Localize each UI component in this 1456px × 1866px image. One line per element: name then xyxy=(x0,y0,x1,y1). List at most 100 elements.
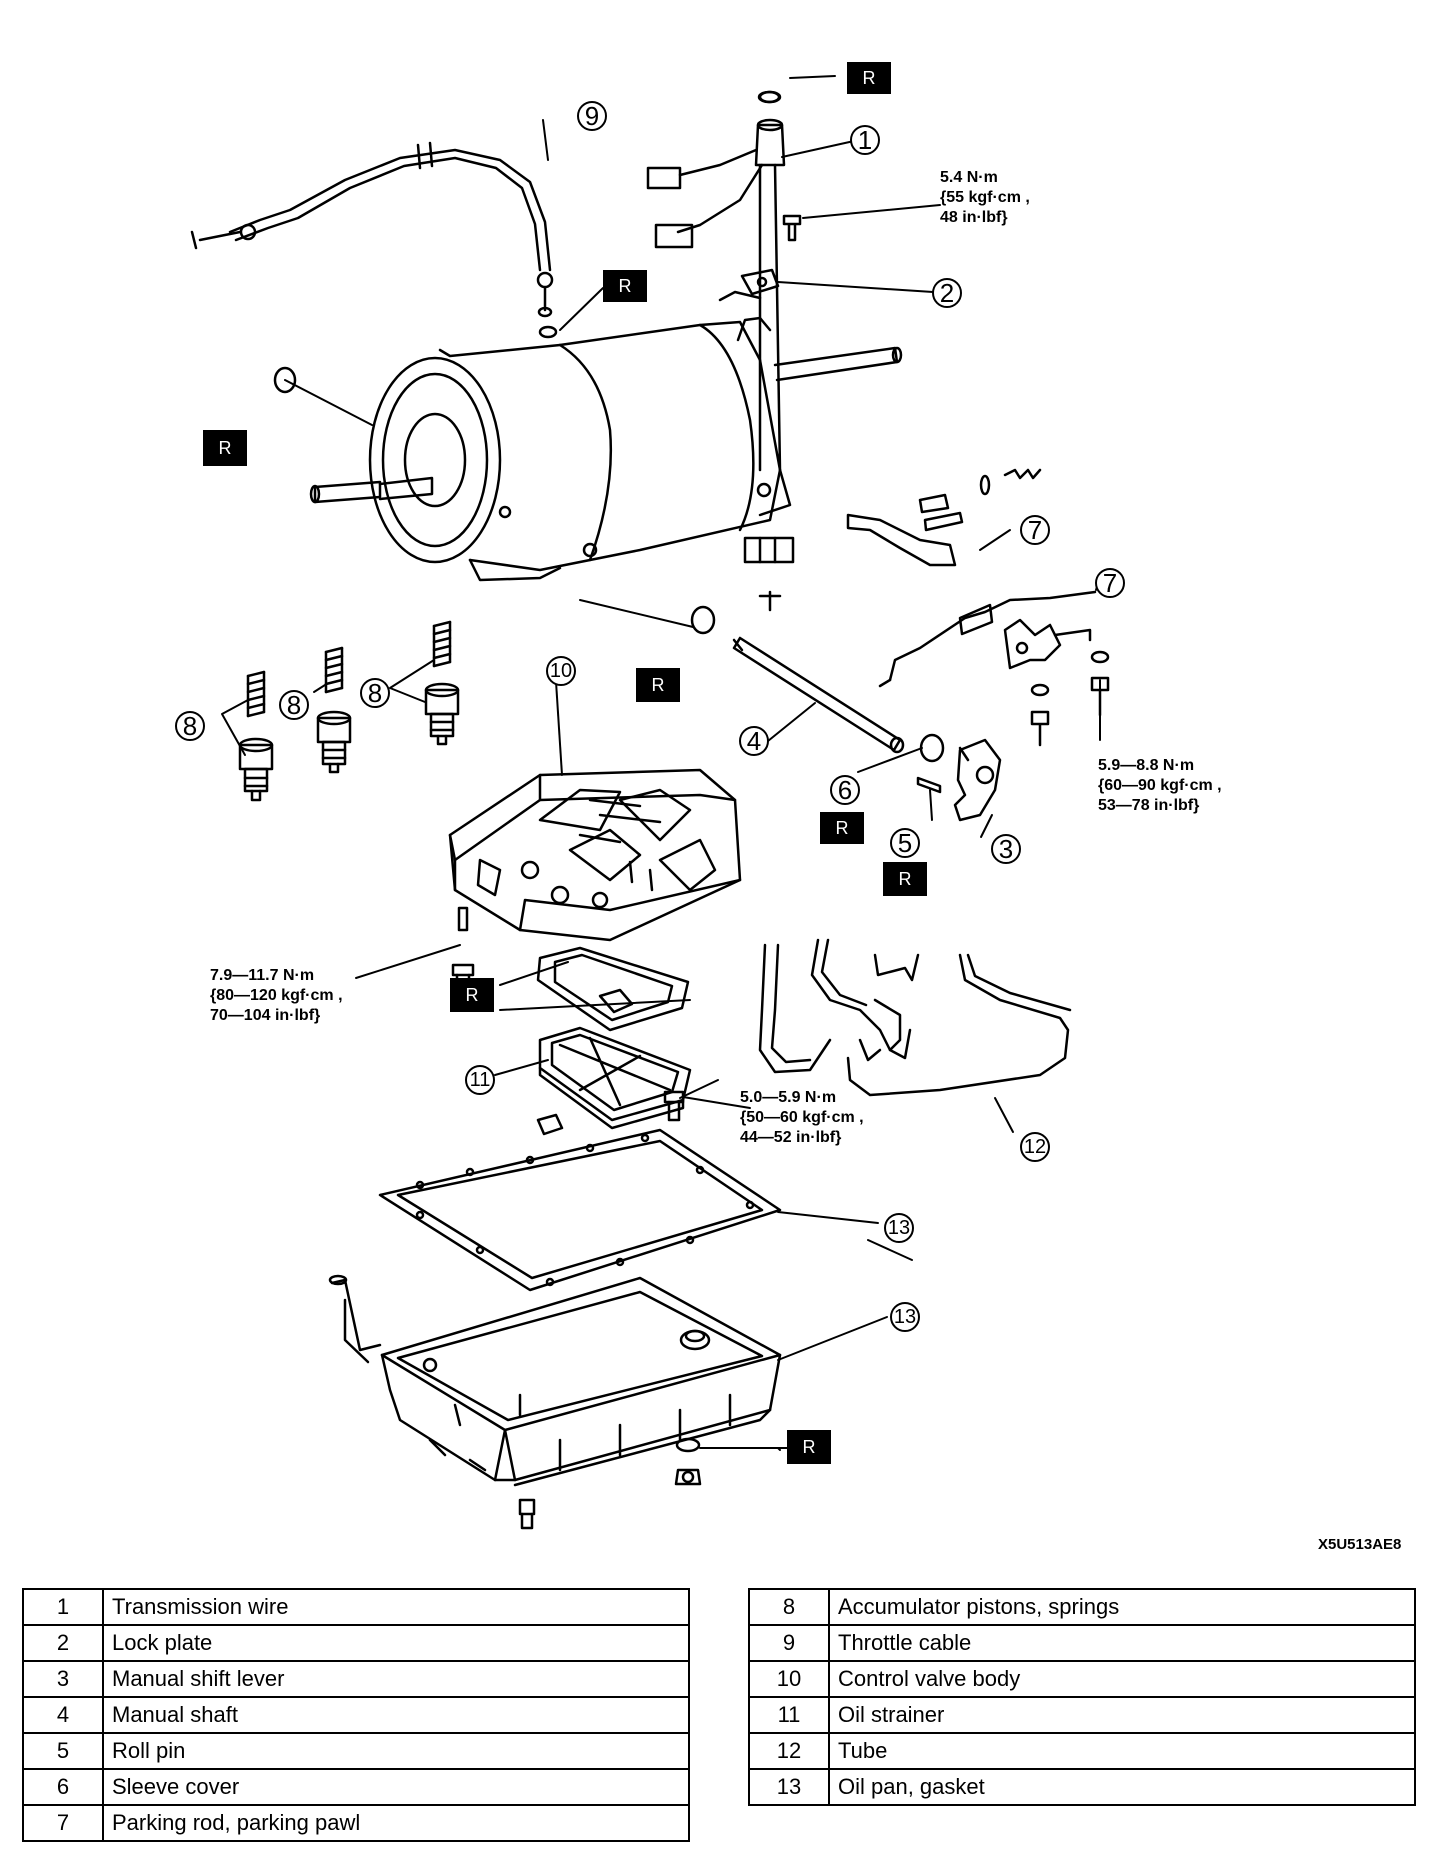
r-mark-7-text: R xyxy=(466,985,479,1005)
legend-part-name: Accumulator pistons, springs xyxy=(828,1588,1416,1626)
torque-1-line-2: {55 kgf·cm , xyxy=(940,189,1030,206)
torque-3-line-3: 70—104 in·lbf} xyxy=(210,1007,320,1024)
torque-4-line-2: {50—60 kgf·cm , xyxy=(740,1109,864,1126)
top-o-ring xyxy=(758,90,782,104)
leader-lines xyxy=(221,75,1101,1451)
callout-13a xyxy=(884,1213,914,1243)
legend-number: 3 xyxy=(22,1660,104,1698)
detent-spring xyxy=(1003,618,1110,747)
lock-plate xyxy=(740,268,780,296)
legend-number: 5 xyxy=(22,1732,104,1770)
accumulator-piston-2 xyxy=(316,710,352,774)
r-mark-5-text: R xyxy=(836,818,849,838)
control-valve-body xyxy=(448,768,742,942)
callout-12-label: 12 xyxy=(1024,1136,1046,1158)
accumulator-spring-1 xyxy=(246,670,266,718)
callout-13a-label: 13 xyxy=(888,1217,910,1239)
legend-part-name: Transmission wire xyxy=(102,1588,690,1626)
callout-13b xyxy=(890,1302,920,1332)
legend-part-name: Manual shaft xyxy=(102,1696,690,1734)
legend-part-name: Lock plate xyxy=(102,1624,690,1662)
legend-number: 7 xyxy=(22,1804,104,1842)
torque-3-line-1: 7.9—11.7 N·m xyxy=(210,967,314,984)
callout-8a xyxy=(175,711,205,741)
legend-part-name: Sleeve cover xyxy=(102,1768,690,1806)
legend-number: 4 xyxy=(22,1696,104,1734)
manual-shift-lever xyxy=(953,738,1002,822)
legend-number: 12 xyxy=(748,1732,830,1770)
callout-12 xyxy=(1020,1132,1050,1162)
transmission-wire xyxy=(646,90,786,472)
legend-part-name: Manual shift lever xyxy=(102,1660,690,1698)
sleeve-cover xyxy=(919,733,945,763)
callout-8b-label: 8 xyxy=(287,690,301,720)
accumulator-piston-3 xyxy=(424,682,460,746)
callout-2 xyxy=(932,278,962,308)
callout-circles xyxy=(175,101,1125,1332)
replace-markers: R R R R R R R R xyxy=(203,62,927,1464)
legend-number: 11 xyxy=(748,1696,830,1734)
r-mark-1-text: R xyxy=(863,68,876,88)
shaft-oil-seal xyxy=(690,605,716,635)
legend-part-name: Throttle cable xyxy=(828,1624,1416,1662)
callout-4-label: 4 xyxy=(747,726,761,756)
r-mark-7 xyxy=(450,978,494,1012)
valve-body-gasket xyxy=(536,946,690,1032)
legend-number: 1 xyxy=(22,1588,104,1626)
r-mark-2 xyxy=(603,270,647,302)
callout-9 xyxy=(577,101,607,131)
torque-2-line-3: 53—78 in·lbf} xyxy=(1098,797,1199,814)
accumulator-piston-1 xyxy=(238,737,274,802)
callout-8b xyxy=(279,690,309,720)
bolt-top xyxy=(782,214,802,242)
bracket-bolt xyxy=(743,536,795,612)
strainer-bolt xyxy=(663,1090,685,1122)
legend-number: 2 xyxy=(22,1624,104,1662)
callout-3 xyxy=(991,834,1021,864)
callout-numbers: 1 2 3 4 5 6 7 7 8 8 8 9 10 11 12 13 13 xyxy=(183,101,1117,1328)
roll-pin xyxy=(916,776,942,794)
callout-1 xyxy=(850,125,880,155)
torque-4-line-3: 44—52 in·lbf} xyxy=(740,1129,841,1146)
oil-pan xyxy=(328,1274,782,1487)
r-mark-8-text: R xyxy=(803,1437,816,1457)
torque-1-line-3: 48 in·lbf} xyxy=(940,209,1008,226)
callout-1-label: 1 xyxy=(858,125,872,155)
r-mark-5 xyxy=(820,812,864,844)
callout-9-label: 9 xyxy=(585,101,599,131)
torque-1-line-1: 5.4 N·m xyxy=(940,169,998,186)
magnet xyxy=(536,1113,564,1136)
callout-10-label: 10 xyxy=(550,660,572,682)
r-mark-6-text: R xyxy=(899,869,912,889)
callout-8c xyxy=(360,678,390,708)
r-mark-3 xyxy=(203,430,247,466)
legend-part-name: Roll pin xyxy=(102,1732,690,1770)
callout-5-label: 5 xyxy=(898,828,912,858)
r-mark-3-text: R xyxy=(219,438,232,458)
r-mark-2-text: R xyxy=(619,276,632,296)
parking-rod xyxy=(878,590,1097,688)
r-mark-8 xyxy=(787,1430,831,1464)
case-seal xyxy=(273,366,297,394)
callout-6 xyxy=(830,775,860,805)
accumulator-spring-2 xyxy=(324,646,344,694)
pan-bolt xyxy=(518,1498,536,1530)
legend-part-name: Oil pan, gasket xyxy=(828,1768,1416,1806)
r-mark-4-text: R xyxy=(652,675,665,695)
r-mark-6 xyxy=(883,862,927,896)
callout-6-label: 6 xyxy=(838,775,852,805)
r-mark-1 xyxy=(847,62,891,94)
parking-pawl xyxy=(846,468,1042,567)
